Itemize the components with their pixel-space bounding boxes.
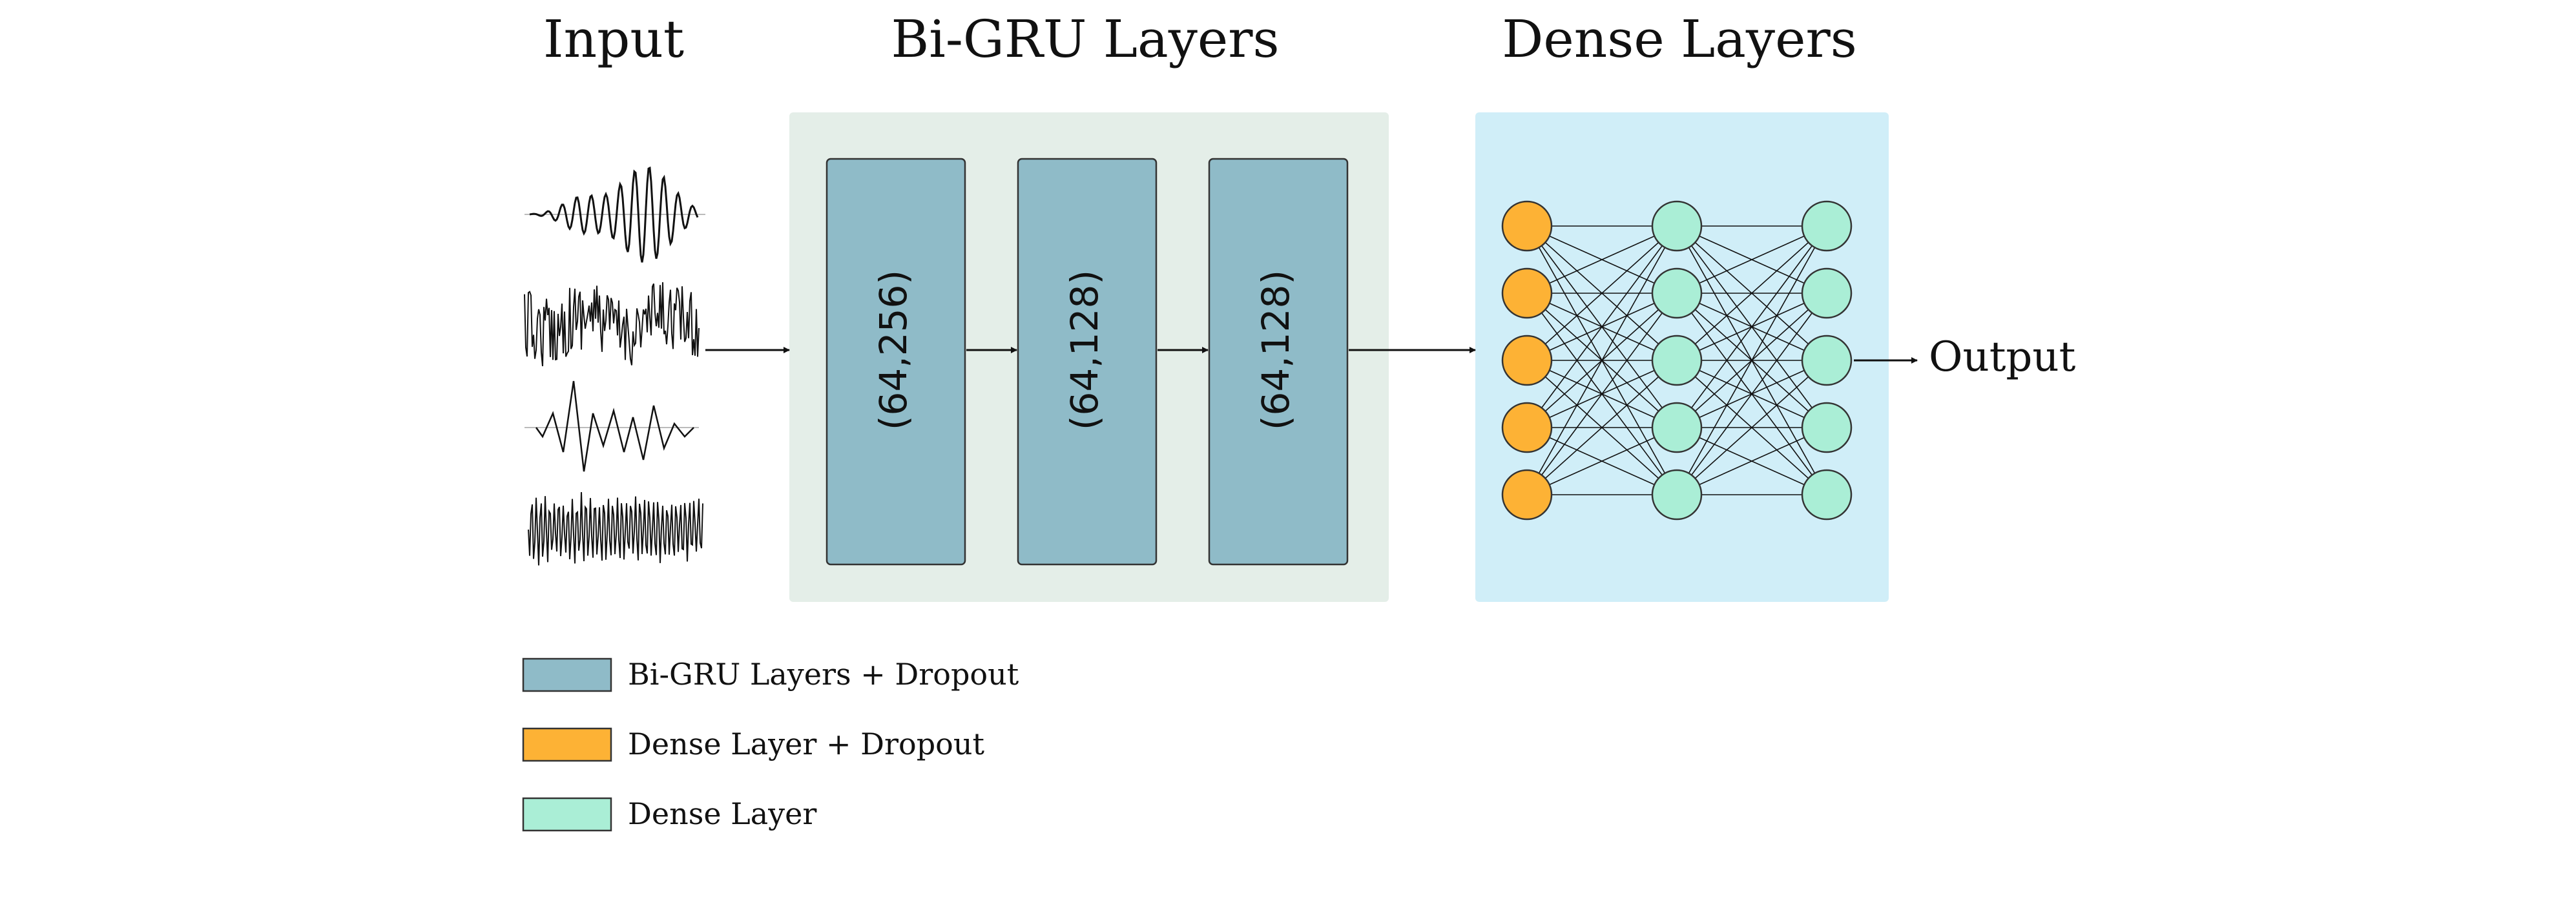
gru-block-1 bbox=[826, 158, 966, 566]
gru-block-2 bbox=[1017, 158, 1158, 566]
legend-swatch-dense_dropout bbox=[522, 727, 612, 762]
gru-block-1-label: (64,256) bbox=[871, 270, 915, 430]
dense-node-l1-n3 bbox=[1501, 335, 1553, 386]
signal-3-wave bbox=[535, 380, 694, 472]
dense-edge bbox=[1676, 225, 1827, 294]
dense-node-l2-n1 bbox=[1651, 200, 1703, 252]
legend-swatch-dense bbox=[522, 797, 612, 832]
dense-edge bbox=[1526, 225, 1678, 428]
dense-node-l3-n4 bbox=[1801, 402, 1853, 453]
dense-node-l3-n1 bbox=[1801, 200, 1853, 252]
dense-edge bbox=[1526, 293, 1678, 495]
dense-node-l1-n2 bbox=[1501, 267, 1553, 319]
dense-edge bbox=[1676, 427, 1827, 495]
dense-edge bbox=[1526, 225, 1678, 361]
dense-node-l3-n2 bbox=[1801, 267, 1853, 319]
dense-edge bbox=[1676, 360, 1827, 495]
dense-node-l2-n2 bbox=[1651, 267, 1703, 319]
dense-edge bbox=[1676, 225, 1827, 361]
gru-block-3-label: (64,128) bbox=[1254, 270, 1298, 430]
signal-2-wave bbox=[524, 282, 700, 367]
dense-connections bbox=[1526, 225, 1827, 495]
dense-node-l1-n4 bbox=[1501, 402, 1553, 453]
dense-edge bbox=[1526, 225, 1678, 495]
dense-title: Dense Layers bbox=[1502, 9, 1857, 69]
signal-1-wave bbox=[529, 166, 699, 263]
dense-node-l2-n5 bbox=[1651, 469, 1703, 521]
dense-edge bbox=[1526, 360, 1678, 495]
dense-node-l3-n5 bbox=[1801, 469, 1853, 521]
legend-label-gru: Bi-GRU Layers + Dropout bbox=[628, 657, 1019, 692]
gru-block-2-label: (64,128) bbox=[1063, 270, 1106, 430]
dense-node-l2-n4 bbox=[1651, 402, 1703, 453]
dense-edge bbox=[1676, 225, 1827, 428]
legend-swatch-gru bbox=[522, 657, 612, 692]
legend-label-dense_dropout: Dense Layer + Dropout bbox=[628, 727, 984, 761]
dense-edge bbox=[1676, 225, 1827, 495]
signal-4-wave bbox=[528, 491, 703, 566]
input-title: Input bbox=[543, 9, 684, 69]
dense-node-l1-n5 bbox=[1501, 469, 1553, 521]
dense-node-l3-n3 bbox=[1801, 335, 1853, 386]
bigru-title: Bi-GRU Layers bbox=[891, 9, 1279, 69]
legend-label-dense: Dense Layer bbox=[628, 796, 816, 831]
dense-edge bbox=[1676, 293, 1827, 495]
dense-edge bbox=[1526, 427, 1678, 495]
dense-edge bbox=[1526, 225, 1678, 294]
dense-node-l2-n3 bbox=[1651, 335, 1703, 386]
dense-node-l1-n1 bbox=[1501, 200, 1553, 252]
output-label: Output bbox=[1929, 333, 2076, 381]
input-signals bbox=[524, 166, 705, 566]
gru-block-3 bbox=[1208, 158, 1349, 566]
